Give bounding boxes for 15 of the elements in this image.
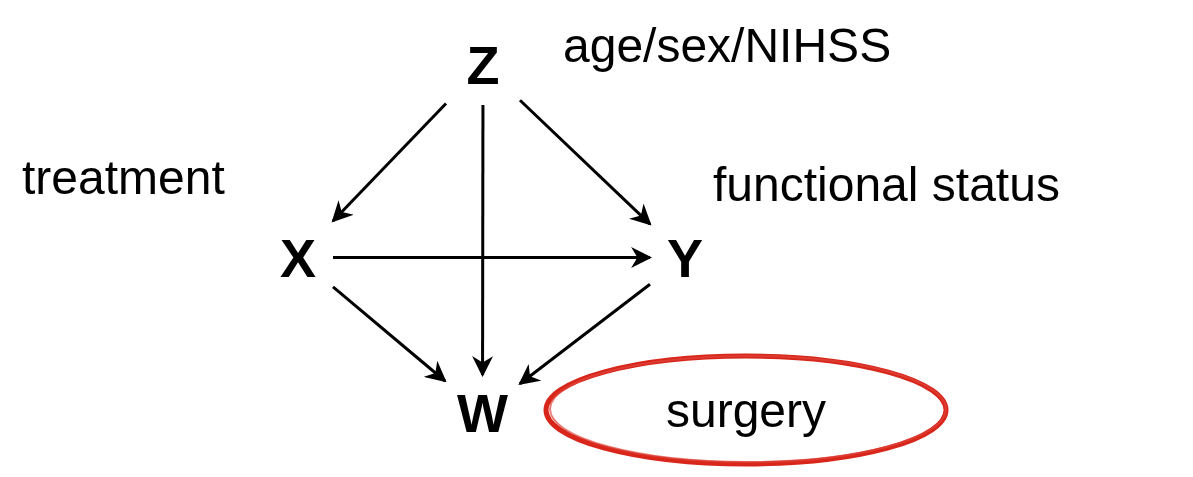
variable-description: age/sex/NIHSS: [563, 18, 892, 73]
variable-label: W: [457, 381, 508, 444]
arrow: [518, 99, 652, 226]
variable-label: Y: [667, 226, 703, 289]
arrow: [472, 105, 494, 378]
arrow: [331, 102, 448, 223]
arrow: [333, 247, 653, 268]
node-label: surgery: [665, 382, 827, 438]
highlight-ellipse: [542, 352, 950, 468]
arrow: [518, 283, 651, 386]
variable-description: treatment: [22, 150, 225, 205]
variable-label: Z: [466, 34, 500, 96]
variable-label: X: [280, 226, 316, 289]
arrow: [332, 285, 447, 383]
variable-description: functional status: [713, 157, 1060, 212]
